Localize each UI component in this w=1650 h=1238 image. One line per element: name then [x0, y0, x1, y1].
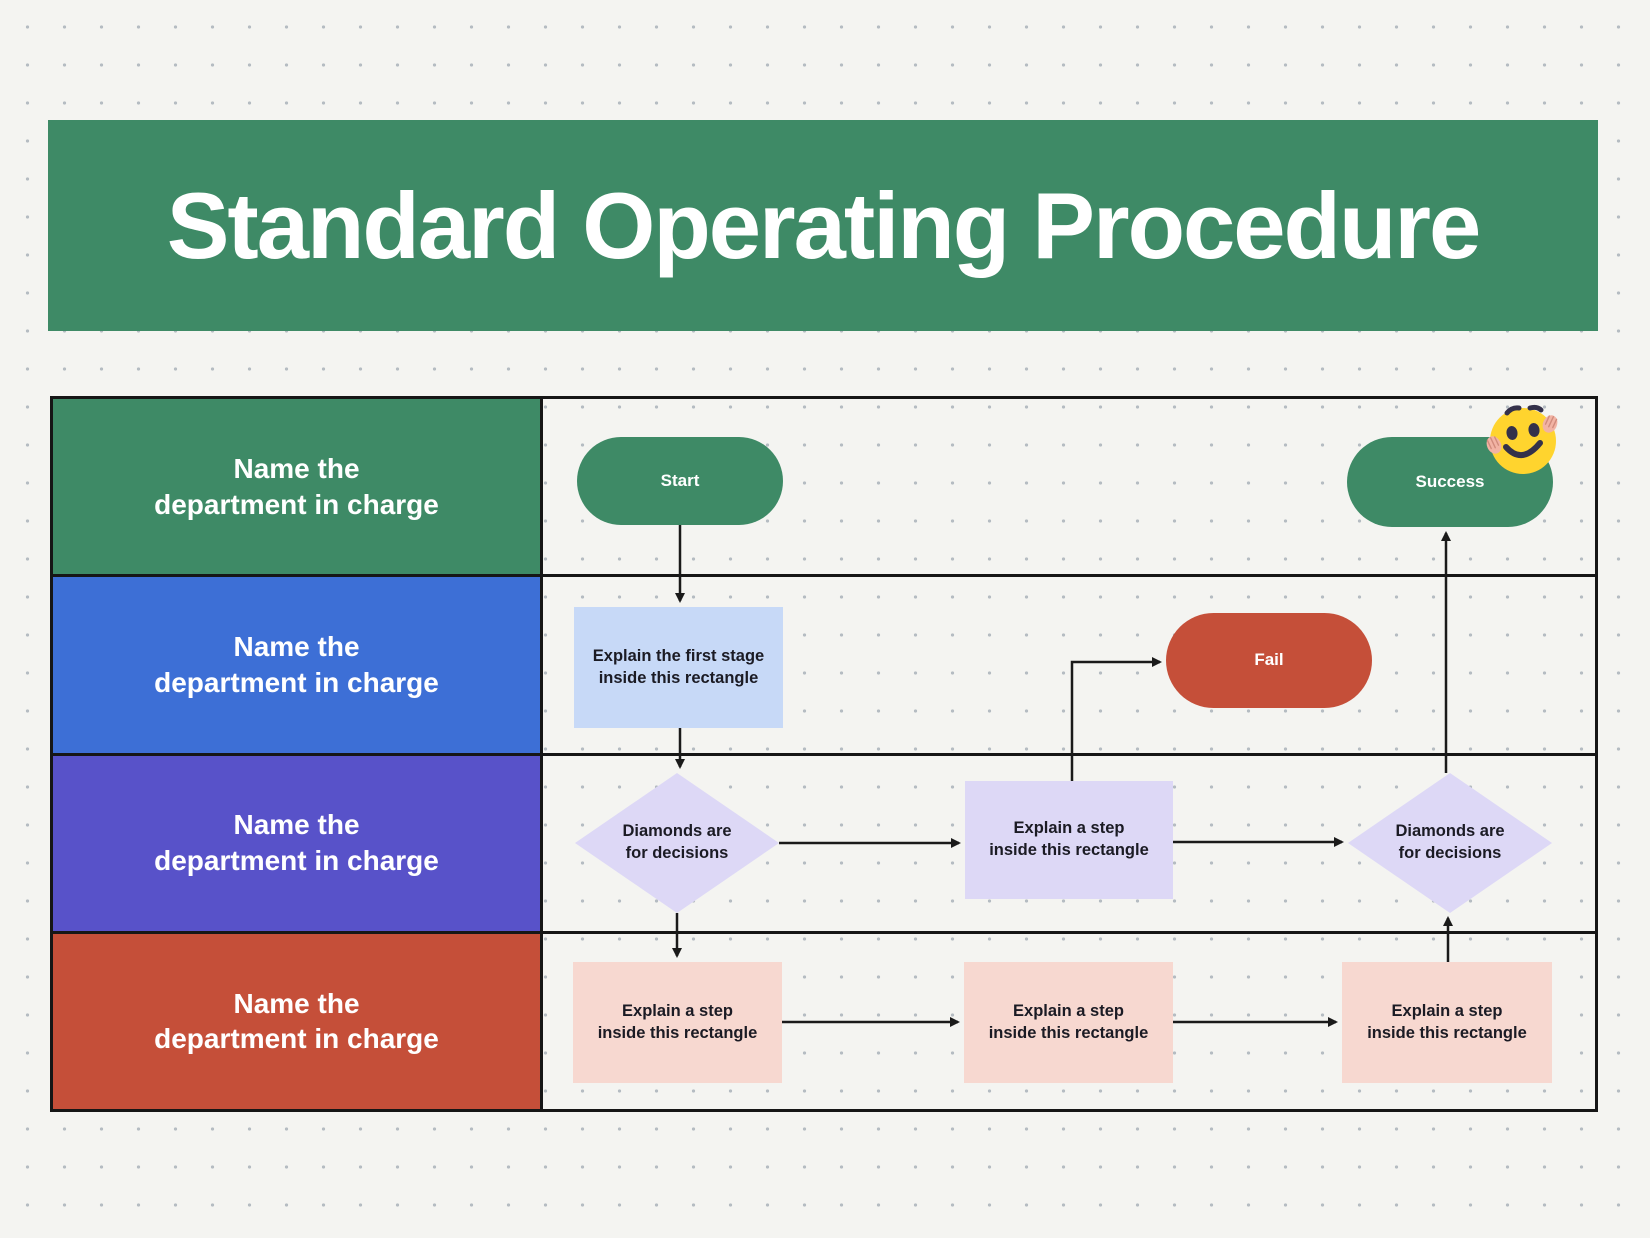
- first-stage-line2: inside this rectangle: [598, 668, 759, 687]
- lane-label-1-line1: Name the: [233, 452, 360, 484]
- title-banner[interactable]: Standard Operating Procedure: [48, 120, 1598, 331]
- lane-label-3-line2: department in charge: [154, 845, 439, 877]
- lane-label-3-line1: Name the: [233, 809, 360, 841]
- decision-left-line2: for decisions: [625, 844, 729, 862]
- lane-row-4: Name the department in charge: [53, 933, 1595, 1109]
- lane-label-3[interactable]: Name the department in charge: [53, 755, 543, 931]
- step-3-line2: inside this rectangle: [1367, 1023, 1527, 1042]
- step-mid-line2: inside this rectangle: [989, 841, 1149, 859]
- step-2-line2: inside this rectangle: [988, 1023, 1149, 1042]
- decision-right-line2: for decisions: [1398, 844, 1502, 862]
- start-label: Start: [660, 470, 700, 490]
- step-mid-node[interactable]: Explain a step inside this rectangle: [965, 781, 1173, 899]
- lane-label-4[interactable]: Name the department in charge: [53, 933, 543, 1109]
- first-stage-node[interactable]: Explain the first stage inside this rect…: [574, 607, 783, 728]
- lane-label-2[interactable]: Name the department in charge: [53, 577, 543, 753]
- step-1-line1: Explain a step: [622, 1001, 733, 1020]
- step-1-node[interactable]: Explain a step inside this rectangle: [573, 962, 782, 1083]
- page-title: Standard Operating Procedure: [166, 172, 1482, 278]
- lane-label-2-line2: department in charge: [154, 666, 439, 698]
- start-node[interactable]: Start: [577, 437, 783, 525]
- smiley-face-icon[interactable]: [1486, 402, 1560, 476]
- lane-row-1: Name the department in charge: [53, 399, 1595, 578]
- lane-row-2: Name the department in charge: [53, 577, 1595, 756]
- lane-label-4-line1: Name the: [233, 987, 360, 1019]
- lane-label-1-line2: department in charge: [154, 488, 439, 520]
- step-1-line2: inside this rectangle: [597, 1023, 758, 1042]
- step-mid-line1: Explain a step: [1013, 819, 1125, 838]
- lane-label-1[interactable]: Name the department in charge: [53, 399, 543, 575]
- lane-label-4-line2: department in charge: [154, 1023, 439, 1055]
- swimlane-table: Name the department in charge Name the d…: [50, 396, 1598, 1112]
- success-label: Success: [1415, 471, 1485, 491]
- step-2-line1: Explain a step: [1013, 1001, 1124, 1020]
- decision-left-line1: Diamonds are: [622, 822, 732, 841]
- step-3-node[interactable]: Explain a step inside this rectangle: [1342, 962, 1552, 1083]
- first-stage-line1: Explain the first stage: [592, 646, 765, 665]
- step-2-node[interactable]: Explain a step inside this rectangle: [964, 962, 1173, 1083]
- lane-row-3: Name the department in charge: [53, 755, 1595, 934]
- fail-label: Fail: [1254, 650, 1284, 670]
- fail-node[interactable]: Fail: [1166, 613, 1372, 708]
- step-3-line1: Explain a step: [1391, 1001, 1503, 1020]
- lane-label-2-line1: Name the: [233, 631, 360, 663]
- decision-right-line1: Diamonds are: [1395, 822, 1505, 841]
